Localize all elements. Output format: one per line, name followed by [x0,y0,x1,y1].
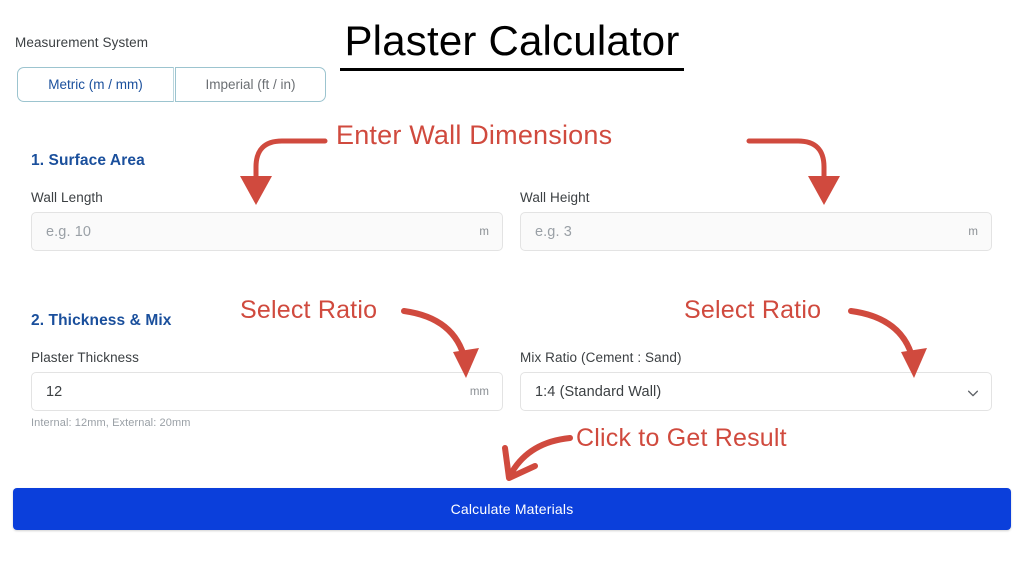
wall-length-unit: m [479,225,489,238]
annotation-select-ratio-left: Select Ratio [240,296,378,324]
wall-height-input[interactable]: e.g. 3 m [520,212,992,251]
page-title: Plaster Calculator [0,17,1024,71]
field-wall-height: Wall Height e.g. 3 m [520,190,992,251]
mix-ratio-selected-value: 1:4 (Standard Wall) [535,383,662,400]
wall-height-label: Wall Height [520,190,590,205]
field-mix-ratio: Mix Ratio (Cement : Sand) 1:4 (Standard … [520,350,992,411]
annotation-click-to-get-result: Click to Get Result [576,424,787,452]
annotation-arrow-click-result [502,435,573,481]
plaster-thickness-label: Plaster Thickness [31,350,139,365]
wall-length-label: Wall Length [31,190,103,205]
annotation-enter-wall-dimensions: Enter Wall Dimensions [336,120,613,150]
section-heading-thickness-mix: 2. Thickness & Mix [31,312,172,329]
field-wall-length: Wall Length e.g. 10 m [31,190,503,251]
metric-toggle-button[interactable]: Metric (m / mm) [17,67,174,102]
plaster-thickness-helper-text: Internal: 12mm, External: 20mm [31,417,191,429]
calculate-materials-button[interactable]: Calculate Materials [13,488,1011,530]
plaster-thickness-input[interactable]: 12 mm [31,372,503,411]
annotation-select-ratio-right: Select Ratio [684,296,822,324]
measurement-system-toggle: Metric (m / mm) Imperial (ft / in) [17,67,326,102]
wall-height-unit: m [968,225,978,238]
field-plaster-thickness: Plaster Thickness 12 mm Internal: 12mm, … [31,350,503,429]
wall-length-input[interactable]: e.g. 10 m [31,212,503,251]
section-heading-surface-area: 1. Surface Area [31,152,145,169]
mix-ratio-label: Mix Ratio (Cement : Sand) [520,350,682,365]
measurement-system-label: Measurement System [15,35,149,50]
imperial-toggle-button[interactable]: Imperial (ft / in) [175,67,326,102]
plaster-thickness-unit: mm [469,385,489,398]
wall-height-placeholder: e.g. 3 [535,223,572,240]
page-title-text: Plaster Calculator [340,17,684,71]
chevron-down-icon [966,386,979,398]
wall-length-placeholder: e.g. 10 [46,223,92,240]
plaster-thickness-value: 12 [46,383,63,400]
mix-ratio-select[interactable]: 1:4 (Standard Wall) [520,372,992,411]
